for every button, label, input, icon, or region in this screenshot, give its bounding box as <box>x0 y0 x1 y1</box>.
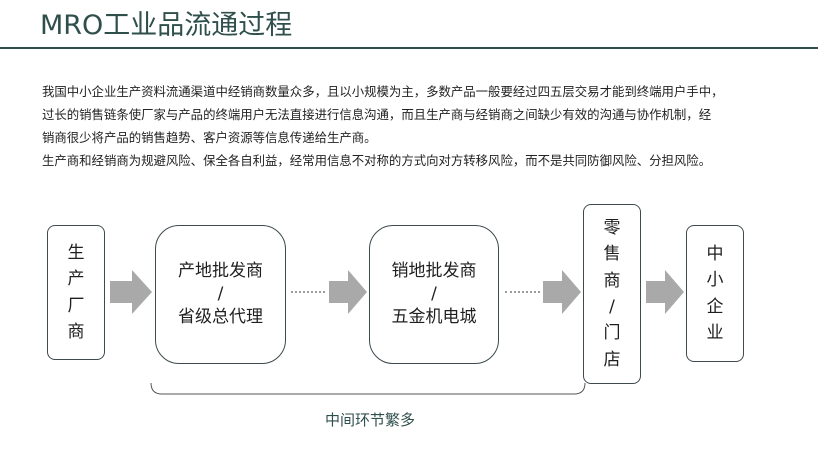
intro-line-3: 销商很少将产品的销售趋势、客户资源等信息传递给生产商。 <box>42 130 377 145</box>
node-manufacturer-label: 生 产 厂 商 <box>67 242 85 342</box>
intro-line-1: 我国中小企业生产资料流通渠道中经销商数量众多，且以小规模为主，多数产品一般要经过… <box>42 84 724 99</box>
title-divider <box>0 47 818 49</box>
intro-line-2: 过长的销售链条使厂家与产品的终端用户无法直接进行信息沟通，而且生产商与经销商之间… <box>42 107 712 122</box>
node-manufacturer: 生 产 厂 商 <box>47 225 105 360</box>
node-sales-wholesaler-label: 销地批发商 / 五金机电城 <box>391 261 477 327</box>
node-sme: 中 小 企 业 <box>686 225 744 362</box>
intermediate-bracket <box>150 382 586 395</box>
intermediate-bracket-label: 中间环节繁多 <box>324 411 415 429</box>
node-sme-label: 中 小 企 业 <box>706 243 724 343</box>
node-origin-wholesaler: 产地批发商 / 省级总代理 <box>155 225 286 364</box>
flow-arrow-1 <box>110 270 152 314</box>
dotted-connector-2 <box>505 291 540 293</box>
intro-paragraph: 我国中小企业生产资料流通渠道中经销商数量众多，且以小规模为主，多数产品一般要经过… <box>42 80 802 172</box>
flow-arrow-4 <box>646 270 684 314</box>
flow-arrow-2 <box>329 270 367 314</box>
node-retailer-label: 零 售 商 / 门 店 <box>603 217 621 370</box>
node-retailer: 零 售 商 / 门 店 <box>583 204 641 384</box>
page-title: MRO工业品流通过程 <box>40 10 293 41</box>
dotted-connector-1 <box>291 291 325 293</box>
node-sales-wholesaler: 销地批发商 / 五金机电城 <box>369 225 499 364</box>
intro-line-4: 生产商和经销商为规避风险、保全各自利益，经常用信息不对称的方式向对方转移风险，而… <box>42 153 712 168</box>
flow-arrow-3 <box>543 270 581 314</box>
node-origin-wholesaler-label: 产地批发商 / 省级总代理 <box>178 261 263 327</box>
